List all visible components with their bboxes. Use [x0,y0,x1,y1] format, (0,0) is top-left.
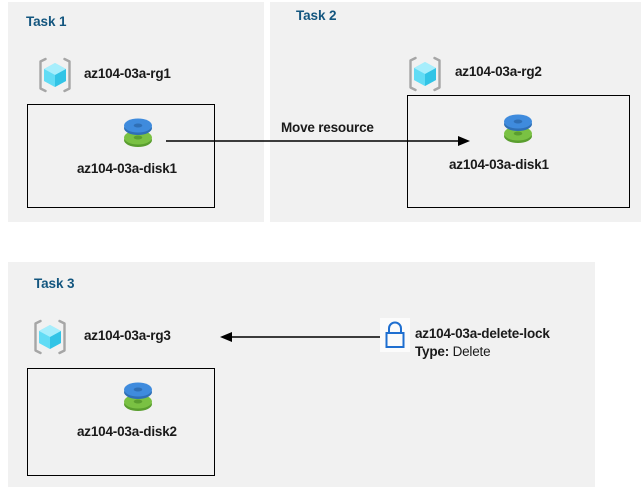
delete-lock-arrow [220,332,381,342]
resource-group-boundary-3 [27,368,215,476]
task-2-title: Task 2 [296,8,337,23]
managed-disk-icon [124,118,152,147]
lock-type-value: Delete [452,344,491,359]
managed-disk-icon [124,382,152,411]
task-3-title: Task 3 [34,276,75,291]
task-panel-3 [8,262,595,487]
resource-label-disk2: az104-03a-disk2 [77,424,177,439]
lock-icon [380,318,410,352]
resource-group-icon [409,56,441,92]
lock-type-row: Type: Delete [415,344,491,359]
move-resource-label: Move resource [281,120,374,135]
resource-group-boundary-2 [407,95,630,208]
resource-group-label-rg2: az104-03a-rg2 [455,64,542,79]
lock-name-label: az104-03a-delete-lock [415,326,550,341]
task-1-title: Task 1 [26,14,67,29]
move-resource-arrow [166,136,470,146]
resource-group-icon [39,57,71,93]
resource-group-boundary-1 [27,104,215,208]
resource-label-disk1: az104-03a-disk1 [77,161,177,176]
resource-group-label-rg3: az104-03a-rg3 [84,328,171,343]
resource-group-icon [34,319,66,355]
lock-type-key: Type: [415,344,450,359]
task-panel-2 [270,2,641,222]
resource-group-label-rg1: az104-03a-rg1 [84,66,171,81]
resource-label-disk1-moved: az104-03a-disk1 [449,157,549,172]
managed-disk-icon [504,114,532,143]
task-panel-1 [8,2,264,222]
